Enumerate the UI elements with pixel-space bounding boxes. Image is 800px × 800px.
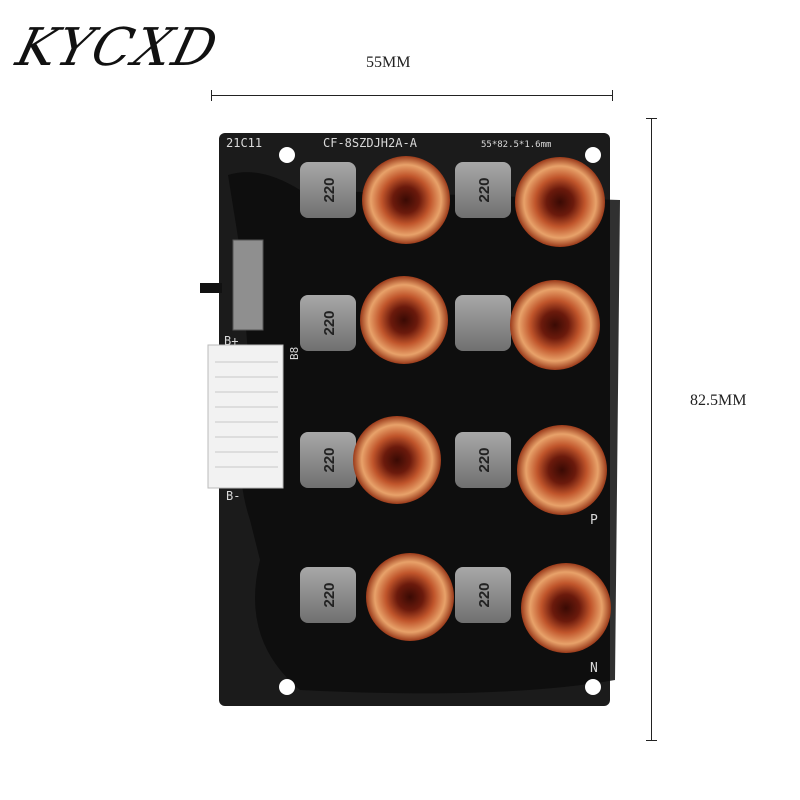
switch-lever (200, 283, 222, 293)
silk-b8: B8 (288, 347, 301, 360)
width-dimension-line (211, 90, 613, 101)
toroid-coil (362, 156, 450, 244)
smd-inductor (455, 432, 511, 488)
silk-b-minus: B- (226, 489, 240, 503)
inductor-label: 220 (476, 177, 493, 202)
inductor-label: 220 (476, 447, 493, 472)
inductor-label: 220 (321, 447, 338, 472)
height-dimension-line (646, 118, 657, 741)
slide-switch (232, 239, 264, 331)
inductor-label: 220 (321, 310, 338, 335)
mount-hole (585, 147, 601, 163)
smd-inductor (455, 295, 511, 351)
smd-inductor (455, 567, 511, 623)
toroid-coil (517, 425, 607, 515)
smd-inductor (300, 295, 356, 351)
inductor-label: 220 (321, 582, 338, 607)
mount-hole (279, 679, 295, 695)
toroid-coil (360, 276, 448, 364)
toroid-coil (510, 280, 600, 370)
toroid-coil (515, 157, 605, 247)
silk-p: P (590, 513, 598, 528)
inductor-label: 220 (476, 582, 493, 607)
inductor-label: 220 (321, 177, 338, 202)
silk-model: CF-8SZDJH2A-A (323, 136, 418, 150)
silk-code: 21C11 (226, 136, 262, 150)
smd-inductor (300, 432, 356, 488)
smd-inductor (300, 162, 356, 218)
toroid-coil (353, 416, 441, 504)
width-dimension-label: 55MM (366, 54, 411, 71)
smd-inductor (300, 567, 356, 623)
wire-connector (207, 344, 284, 489)
height-dimension-label: 82.5MM (690, 392, 747, 409)
smd-inductor (455, 162, 511, 218)
toroid-coil (366, 553, 454, 641)
silk-size: 55*82.5*1.6mm (481, 140, 551, 150)
mount-hole (279, 147, 295, 163)
silk-n: N (590, 661, 598, 676)
toroid-coil (521, 563, 611, 653)
mount-hole (585, 679, 601, 695)
